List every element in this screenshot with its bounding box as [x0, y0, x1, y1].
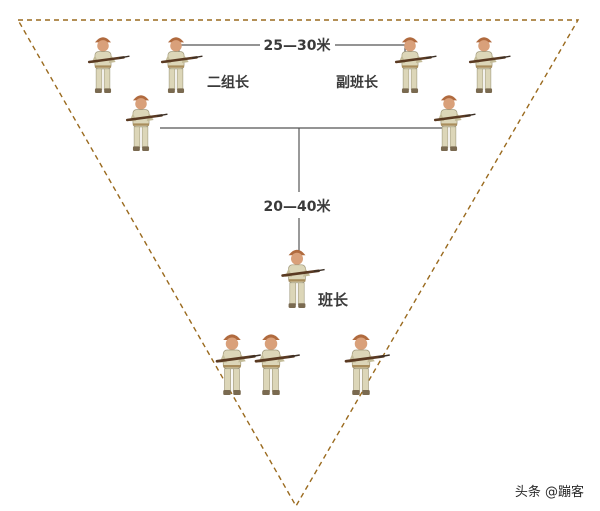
deputy-squad-leader-label: 副班长	[336, 74, 379, 91]
soldier-icon	[344, 333, 392, 397]
watermark-text: 头条 @蹦客	[515, 484, 584, 500]
formation-triangle-outline	[16, 19, 580, 508]
soldier-icon	[433, 93, 477, 153]
soldier-icon	[468, 35, 512, 95]
soldier-icon	[215, 333, 263, 397]
vertical-distance-label: 20—40米	[264, 198, 332, 215]
soldier-icon	[87, 35, 131, 95]
group-leader-2-label: 二组长	[207, 74, 250, 91]
squad-leader-label: 班长	[318, 291, 349, 309]
top-distance-label: 25—30米	[264, 37, 332, 54]
soldier-icon	[125, 93, 169, 153]
soldier-icon	[254, 333, 302, 397]
